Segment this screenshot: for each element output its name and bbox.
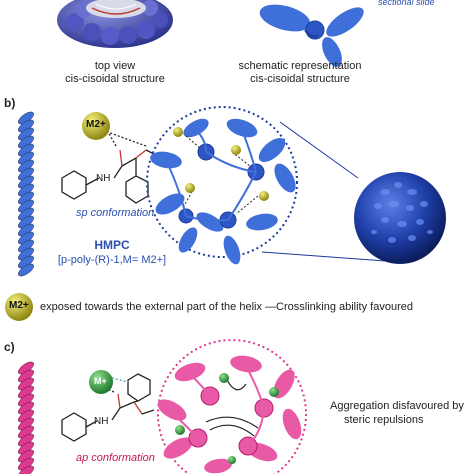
top-view-caption-line2: cis-cisoidal structure bbox=[65, 73, 165, 85]
panel-b-label: b) bbox=[4, 96, 16, 110]
sectional-slide-label: sectional slide bbox=[378, 0, 435, 7]
helix-turn bbox=[18, 263, 34, 277]
aggregation-circle bbox=[157, 339, 307, 474]
chem-structure-c bbox=[61, 373, 155, 442]
panel-c-label: c) bbox=[4, 340, 15, 354]
aggregation-note-line1: Aggregation disfavoured by bbox=[330, 400, 464, 412]
amide-label-b: NH bbox=[96, 173, 111, 184]
zoom-line-top bbox=[279, 121, 359, 179]
ap-conformation-label: ap conformation bbox=[76, 452, 155, 464]
top-view-molecule bbox=[57, 0, 173, 48]
sp-conformation-label: sp conformation bbox=[76, 207, 155, 219]
metal-ion-b-label: M2+ bbox=[86, 119, 106, 130]
helix-turn bbox=[18, 465, 34, 474]
zoom-line-bottom bbox=[261, 251, 401, 263]
metal-ion-b bbox=[82, 112, 110, 140]
top-view-caption-line1: top view bbox=[94, 60, 136, 72]
aggregation-note-line2: steric repulsions bbox=[344, 414, 424, 426]
magenta-helix bbox=[18, 361, 34, 474]
hmpc-label: HMPC bbox=[94, 238, 130, 252]
polymer-formula-label: [p-poly-(R)-1,M= M2+] bbox=[57, 254, 167, 266]
chem-structure-b bbox=[61, 127, 159, 204]
blue-helix bbox=[18, 111, 34, 277]
crosslinking-note: exposed towards the external part of the… bbox=[40, 301, 413, 313]
amide-label-c: NH bbox=[94, 416, 109, 427]
aggregate-sphere bbox=[354, 172, 446, 264]
schematic-representation bbox=[259, 4, 364, 67]
crosslink-circle bbox=[146, 106, 298, 265]
metal-ion-legend bbox=[5, 293, 33, 321]
metal-ion-c-label: M+ bbox=[94, 376, 107, 386]
metal-ion-legend-label: M2+ bbox=[9, 300, 29, 311]
schematic-caption-line1: schematic representation bbox=[238, 60, 362, 72]
metal-ion-c bbox=[89, 370, 113, 394]
schematic-caption-line2: cis-cisoidal structure bbox=[250, 73, 350, 85]
